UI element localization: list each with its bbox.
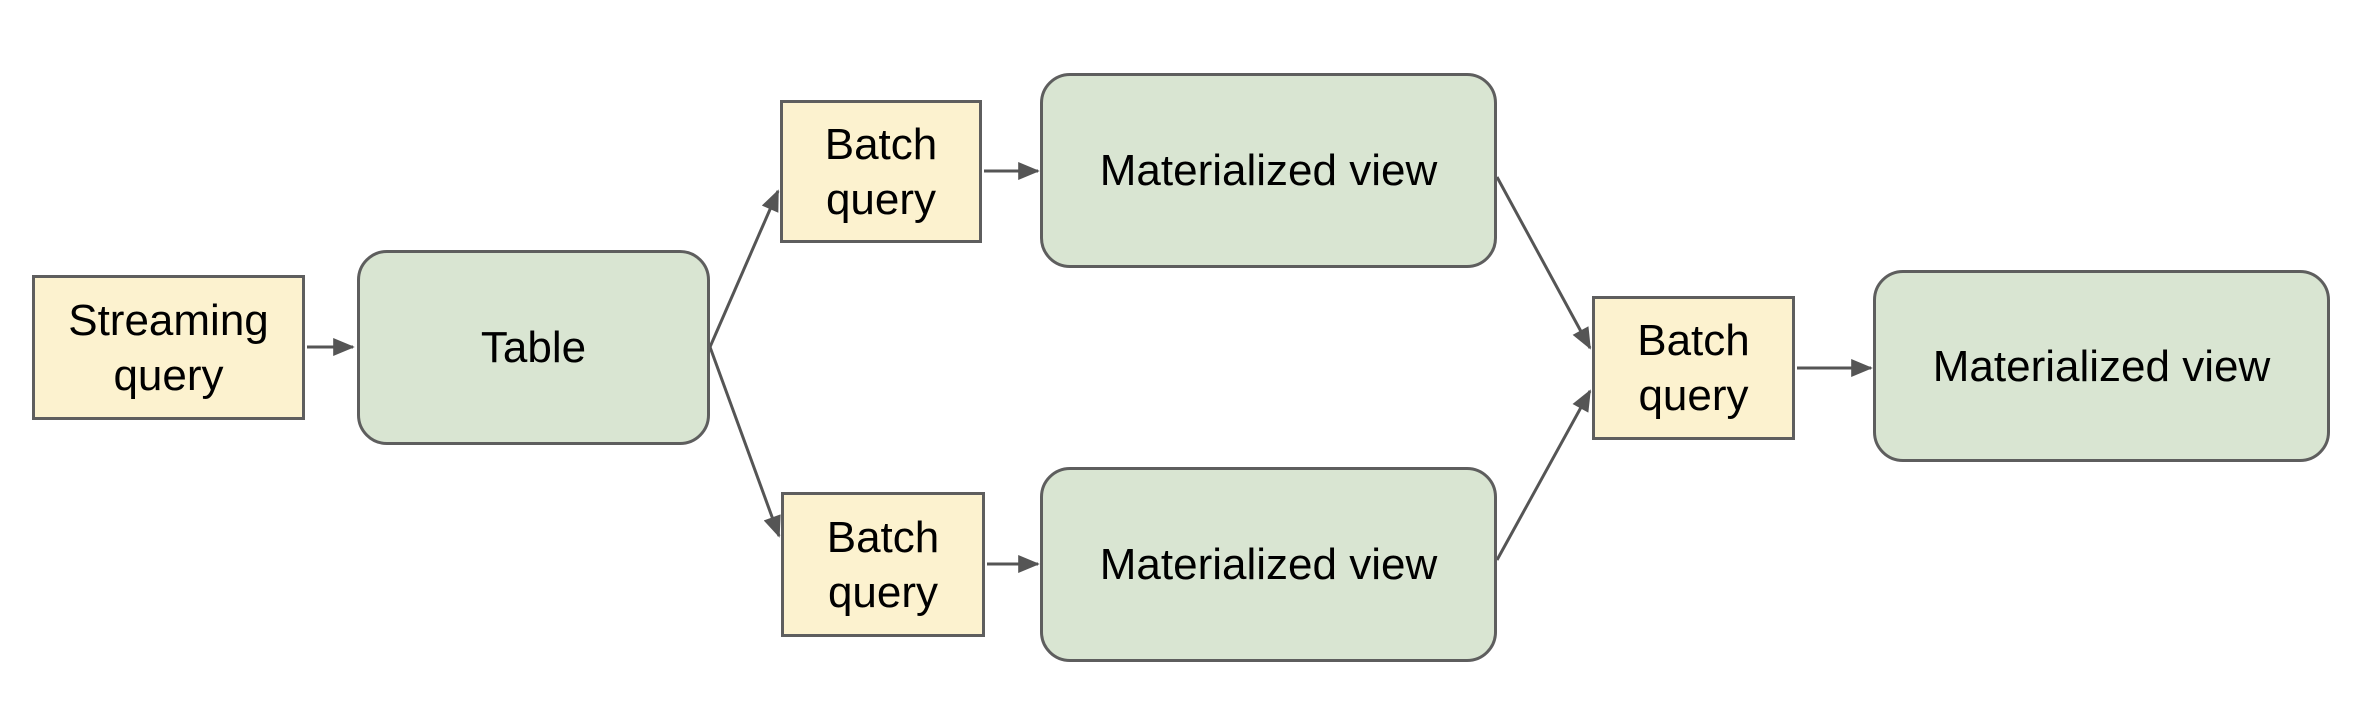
node-materialized-view-top: Materialized view — [1040, 73, 1497, 268]
edge-table-to-batch-query-top — [708, 189, 780, 348]
node-batch-query-bottom: Batch query — [781, 492, 985, 637]
node-batch-query-right-label: Batch query — [1637, 316, 1750, 420]
edge-table-to-batch-query-bottom — [708, 346, 781, 538]
node-materialized-view-top-label: Materialized view — [1099, 146, 1438, 195]
node-batch-query-top-label: Batch query — [824, 119, 938, 224]
node-materialized-view-bottom-label: Materialized view — [1099, 540, 1438, 589]
node-materialized-view-bottom: Materialized view — [1040, 467, 1497, 662]
node-table: Table — [357, 250, 710, 445]
node-batch-query-bottom-label: Batch query — [826, 512, 940, 617]
edge-materialized-view-bottom-to-batch-query-right — [1495, 389, 1592, 561]
node-batch-query-top: Batch query — [780, 100, 982, 243]
node-streaming-query: Streaming query — [32, 275, 305, 420]
node-batch-query-right: Batch query — [1592, 296, 1795, 440]
node-materialized-view-final: Materialized view — [1873, 270, 2330, 462]
node-table-label: Table — [480, 323, 587, 372]
edge-materialized-view-top-to-batch-query-right — [1495, 176, 1592, 350]
node-streaming-query-label: Streaming query — [68, 295, 269, 400]
node-materialized-view-final-label: Materialized view — [1932, 341, 2271, 391]
